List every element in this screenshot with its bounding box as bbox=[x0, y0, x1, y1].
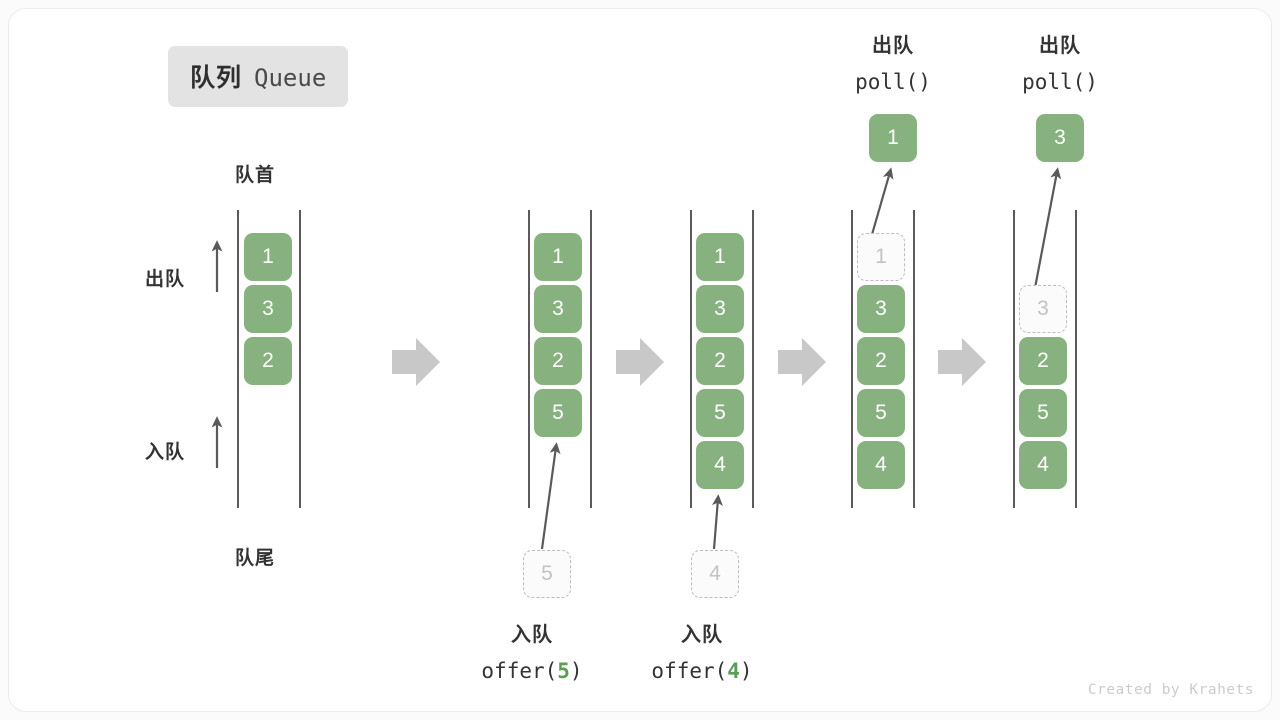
rail-right bbox=[299, 210, 301, 508]
ghost-element-removed: 3 bbox=[1019, 285, 1067, 333]
caption-code: offer(5) bbox=[481, 659, 583, 683]
queue-element: 1 bbox=[244, 233, 292, 281]
queue-element: 1 bbox=[534, 233, 582, 281]
popped-element: 1 bbox=[869, 114, 917, 162]
rail-right bbox=[752, 210, 754, 508]
attribution-text: Created by Krahets bbox=[1087, 682, 1254, 698]
popped-element: 3 bbox=[1036, 114, 1084, 162]
caption-chinese: 入队 bbox=[681, 624, 723, 646]
caption-chinese: 入队 bbox=[511, 624, 553, 646]
queue-element: 2 bbox=[696, 337, 744, 385]
rail-right bbox=[913, 210, 915, 508]
rail-right bbox=[590, 210, 592, 508]
caption-poll-1: 出队 poll() bbox=[813, 28, 973, 100]
rail-left bbox=[237, 210, 239, 508]
queue-element: 4 bbox=[857, 441, 905, 489]
diagram-card bbox=[8, 8, 1272, 712]
caption-code: poll() bbox=[855, 70, 931, 94]
rail-left bbox=[690, 210, 692, 508]
diagram-title-badge: 队列 Queue bbox=[168, 46, 349, 107]
label-queue-rear: 队尾 bbox=[235, 548, 276, 569]
queue-element: 2 bbox=[534, 337, 582, 385]
label-queue-front: 队首 bbox=[235, 165, 276, 186]
queue-element: 4 bbox=[1019, 441, 1067, 489]
queue-element: 5 bbox=[1019, 389, 1067, 437]
queue-element: 5 bbox=[696, 389, 744, 437]
queue-element: 2 bbox=[244, 337, 292, 385]
caption-offer-4: 入队 offer(4) bbox=[622, 617, 782, 689]
rail-right bbox=[1075, 210, 1077, 508]
queue-element: 5 bbox=[857, 389, 905, 437]
title-chinese: 队列 bbox=[190, 64, 243, 92]
ghost-element-incoming: 4 bbox=[691, 550, 739, 598]
rail-left bbox=[528, 210, 530, 508]
label-enqueue-direction: 入队 bbox=[145, 442, 186, 463]
caption-chinese: 出队 bbox=[1039, 35, 1081, 57]
caption-offer-5: 入队 offer(5) bbox=[452, 617, 612, 689]
rail-left bbox=[1013, 210, 1015, 508]
queue-element-new: 4 bbox=[696, 441, 744, 489]
caption-poll-3: 出队 poll() bbox=[980, 28, 1140, 100]
label-dequeue-direction: 出队 bbox=[145, 269, 186, 290]
queue-element-new: 5 bbox=[534, 389, 582, 437]
queue-element: 1 bbox=[696, 233, 744, 281]
queue-element: 3 bbox=[857, 285, 905, 333]
title-english: Queue bbox=[254, 64, 327, 92]
queue-element: 3 bbox=[696, 285, 744, 333]
queue-element: 3 bbox=[244, 285, 292, 333]
rail-left bbox=[851, 210, 853, 508]
queue-element: 2 bbox=[1019, 337, 1067, 385]
caption-code: offer(4) bbox=[651, 659, 753, 683]
queue-element: 3 bbox=[534, 285, 582, 333]
ghost-element-removed: 1 bbox=[857, 233, 905, 281]
caption-code: poll() bbox=[1022, 70, 1098, 94]
queue-element: 2 bbox=[857, 337, 905, 385]
ghost-element-incoming: 5 bbox=[523, 550, 571, 598]
caption-chinese: 出队 bbox=[872, 35, 914, 57]
